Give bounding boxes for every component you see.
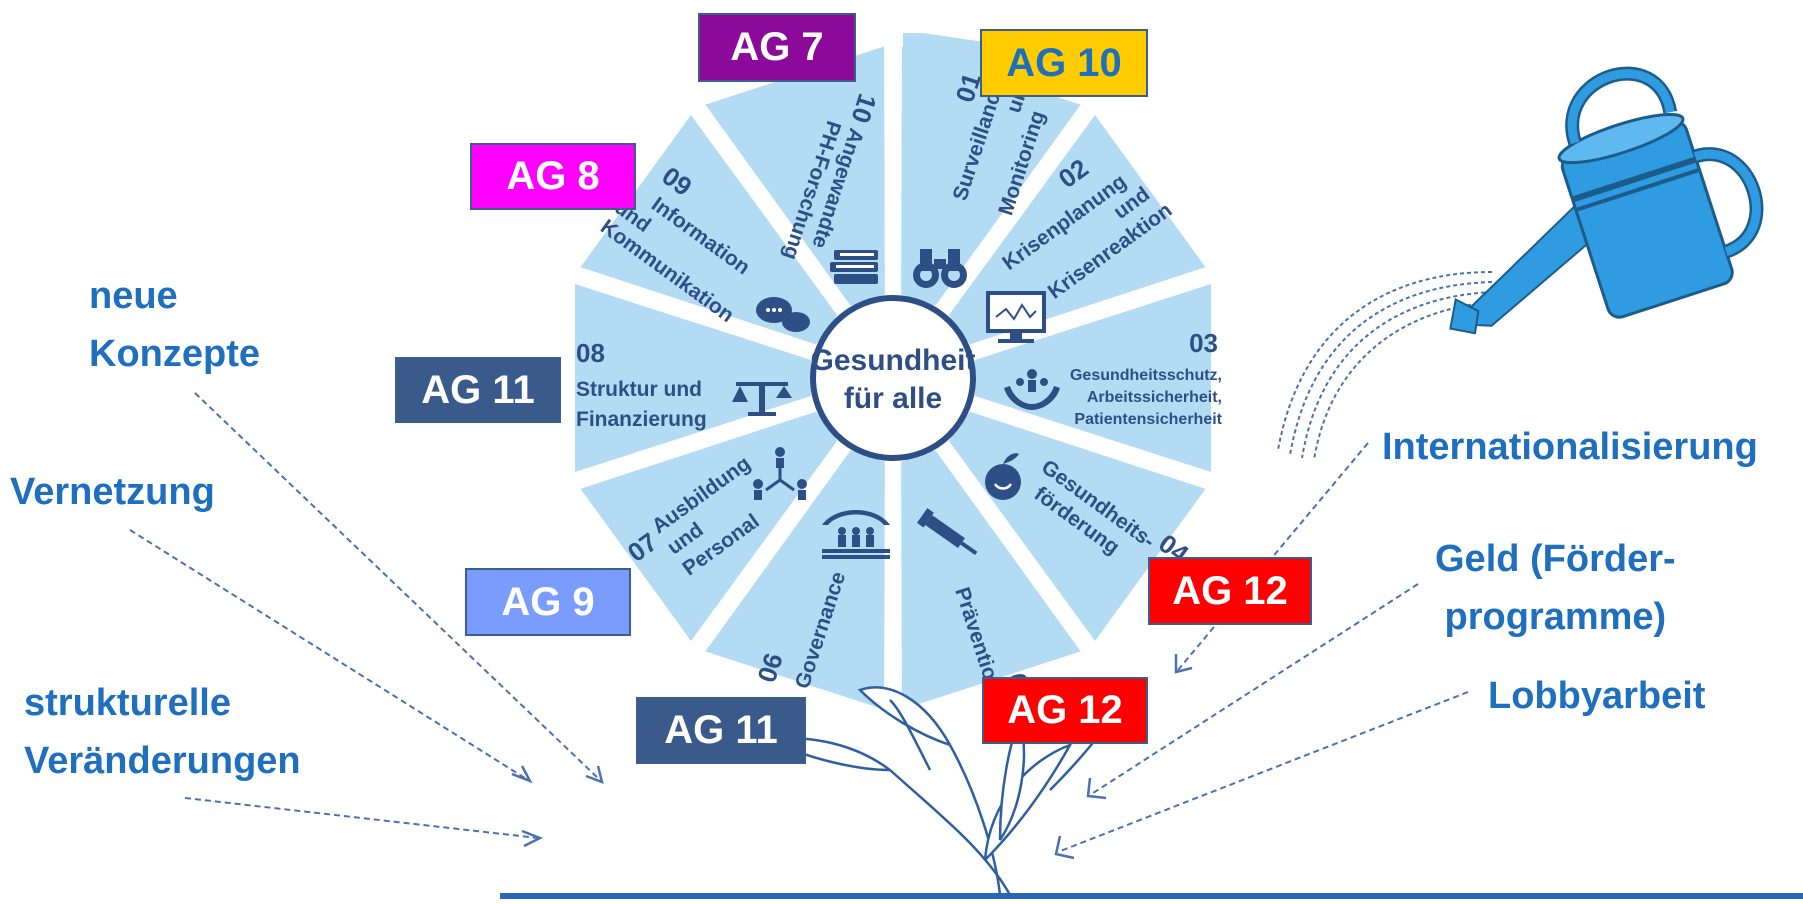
center-line2: für alle xyxy=(844,382,942,415)
watering-can-icon xyxy=(1449,66,1764,335)
ag11b-label: AG 11 xyxy=(664,708,778,752)
ag11b-box: AG 11 xyxy=(636,697,806,764)
label-neue: neue xyxy=(89,275,178,317)
plant-stem xyxy=(765,686,1112,896)
label-konzepte: Konzepte xyxy=(89,333,260,375)
petal-01b xyxy=(883,33,903,298)
ag7-box: AG 7 xyxy=(698,13,856,82)
petal-b xyxy=(948,115,1206,345)
left-arrowheads xyxy=(511,765,604,848)
segment-03-line1: Gesundheitsschutz, xyxy=(1070,367,1222,384)
petal-g xyxy=(580,411,838,641)
ag10-label: AG 10 xyxy=(1006,40,1122,85)
left-arrows xyxy=(129,392,601,839)
label-lobbyarbeit: Lobbyarbeit xyxy=(1488,675,1706,717)
petal-j xyxy=(705,46,885,306)
segment-03-number: 03 xyxy=(1189,328,1218,358)
base-line xyxy=(500,893,1803,899)
center-line1: Gesundheit xyxy=(810,344,975,377)
ag8-box: AG 8 xyxy=(470,143,636,210)
label-neue-konzepte: neue Konzepte xyxy=(89,267,260,383)
petal-e xyxy=(901,450,1081,710)
binoculars-icon xyxy=(913,249,967,288)
ag9-label: AG 9 xyxy=(501,579,595,624)
label-strukturelle: strukturelle xyxy=(24,682,231,724)
center-circle xyxy=(810,295,976,461)
ag11a-box: AG 11 xyxy=(395,357,561,423)
network-people-icon xyxy=(753,447,807,500)
label-veraenderungen: Veränderungen xyxy=(24,740,301,782)
ag12a-label: AG 12 xyxy=(1172,568,1288,613)
label-geld: Geld (Förder- programme) xyxy=(1435,530,1676,646)
segment-03-line3: Patientensicherheit xyxy=(1074,411,1222,428)
label-strukturelle-veraenderungen: strukturelle Veränderungen xyxy=(24,674,301,790)
water-stream xyxy=(1277,271,1493,461)
apple-icon xyxy=(985,453,1021,500)
ag7-label: AG 7 xyxy=(730,25,824,69)
segment-08-line1: Struktur und xyxy=(576,378,702,401)
ag9-box: AG 9 xyxy=(465,568,631,636)
ag11a-label: AG 11 xyxy=(421,367,535,412)
scales-icon xyxy=(732,382,792,416)
syringe-icon xyxy=(916,508,978,555)
monitor-chart-icon xyxy=(986,291,1046,343)
segment-08-line2: Finanzierung xyxy=(576,408,707,431)
petal-h xyxy=(575,284,811,472)
label-internationalisierung: Internationalisierung xyxy=(1382,426,1758,468)
segment-08-number: 08 xyxy=(576,338,605,368)
ag12b-box: AG 12 xyxy=(982,677,1148,744)
right-arrows xyxy=(1057,442,1469,853)
institution-icon xyxy=(822,510,890,559)
hands-people-icon xyxy=(1004,369,1060,410)
label-vernetzung: Vernetzung xyxy=(10,471,215,513)
ag12b-label: AG 12 xyxy=(1007,688,1123,732)
speech-bubbles-icon xyxy=(756,297,810,332)
right-arrowheads xyxy=(1054,654,1193,860)
segment-03-line2: Arbeitssicherheit, xyxy=(1087,389,1222,406)
petal-i xyxy=(580,115,838,345)
label-geld-line2: programme) xyxy=(1444,596,1667,638)
ag12a-box: AG 12 xyxy=(1148,557,1312,625)
petal-c xyxy=(975,284,1211,472)
label-geld-line1: Geld (Förder- xyxy=(1435,538,1676,580)
ag8-label: AG 8 xyxy=(506,154,600,198)
books-icon xyxy=(830,250,878,284)
ag10-box: AG 10 xyxy=(980,29,1148,97)
petal-a xyxy=(901,46,1081,306)
